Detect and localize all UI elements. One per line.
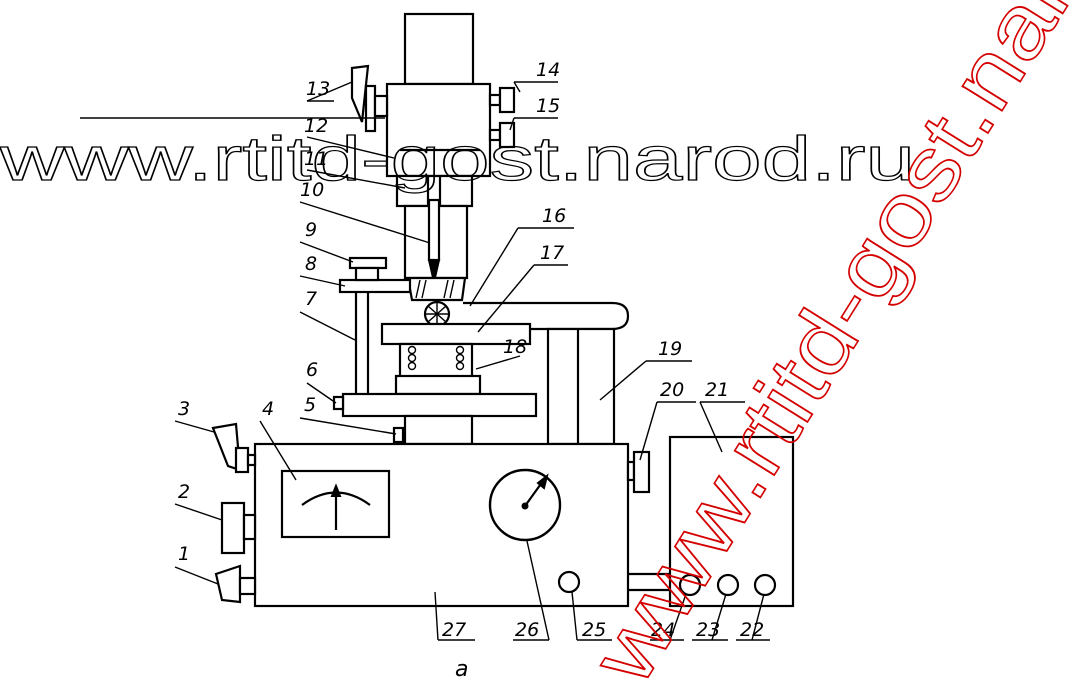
- label-17: 17: [540, 242, 564, 264]
- knob-1: [214, 564, 257, 604]
- button-25: [557, 570, 581, 594]
- block-18: [394, 374, 482, 396]
- dial-26: [488, 468, 562, 542]
- connector-tube: [628, 572, 670, 592]
- label-7: 7: [305, 288, 317, 310]
- button-23: [716, 573, 740, 597]
- label-27: 27: [442, 619, 466, 641]
- spring-column: [398, 342, 474, 380]
- indenter-needle: [406, 198, 467, 302]
- label-11: 11: [304, 148, 328, 170]
- rod-7: [354, 292, 370, 396]
- column-19: [546, 327, 616, 446]
- button-24: [678, 573, 702, 597]
- label-10: 10: [300, 179, 324, 201]
- label-9: 9: [305, 219, 317, 241]
- meter-4: [280, 469, 391, 539]
- label-13: 13: [306, 78, 330, 100]
- knob-3: [211, 422, 257, 474]
- label-19: 19: [658, 338, 682, 360]
- label-23: 23: [696, 619, 720, 641]
- knob-2: [220, 501, 257, 555]
- specimen-ball: [423, 300, 451, 328]
- label-15: 15: [536, 95, 560, 117]
- label-6: 6: [306, 359, 318, 381]
- label-25: 25: [582, 619, 606, 641]
- label-5: 5: [304, 394, 316, 416]
- watermark-horizontal: www.rtitd-gost.narod.ru: [0, 125, 915, 194]
- label-2: 2: [178, 481, 190, 503]
- base-plate: [332, 392, 538, 446]
- label-12: 12: [304, 115, 328, 137]
- label-14: 14: [536, 59, 560, 81]
- knob-20: [626, 450, 651, 494]
- arm-16: [463, 301, 630, 331]
- label-24: 24: [651, 619, 675, 641]
- label-8: 8: [305, 253, 317, 275]
- label-16: 16: [542, 205, 566, 227]
- holder-8: [338, 256, 412, 294]
- watermark-diagonal: www.rtitd-gost.narod.ru: [572, 0, 1073, 681]
- label-21: 21: [705, 379, 729, 401]
- knob-14: [488, 86, 516, 114]
- label-26: 26: [515, 619, 539, 641]
- label-1: 1: [178, 543, 190, 565]
- label-3: 3: [178, 398, 190, 420]
- caption-a: a: [455, 657, 468, 681]
- label-18: 18: [503, 336, 527, 358]
- knob-13: [350, 64, 389, 133]
- leader-lines: [174, 81, 770, 641]
- button-22: [753, 573, 777, 597]
- label-4: 4: [262, 398, 274, 420]
- label-20: 20: [660, 379, 684, 401]
- label-22: 22: [740, 619, 764, 641]
